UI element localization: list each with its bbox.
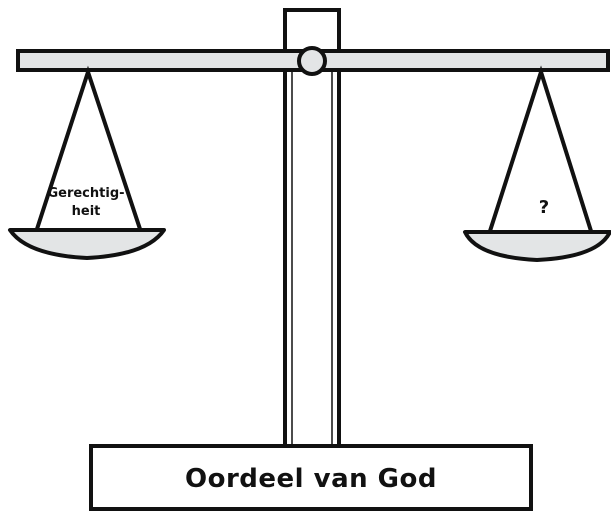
- scale-base: [89, 444, 533, 511]
- left-pan-strings: [35, 65, 142, 230]
- pivot-knob: [297, 46, 327, 76]
- right-pan-bowl: [463, 230, 611, 262]
- left-pan-bowl: [8, 228, 166, 260]
- right-pan-label: ?: [539, 197, 549, 218]
- right-pan: ?: [463, 65, 611, 262]
- left-pan: Gerechtig- heit: [8, 65, 166, 260]
- left-pan-label-line1: Gerechtig-: [47, 186, 124, 201]
- left-pan-label-line2: heit: [72, 204, 101, 219]
- base-label: Oordeel van God: [185, 464, 437, 494]
- right-pan-strings: [488, 65, 593, 232]
